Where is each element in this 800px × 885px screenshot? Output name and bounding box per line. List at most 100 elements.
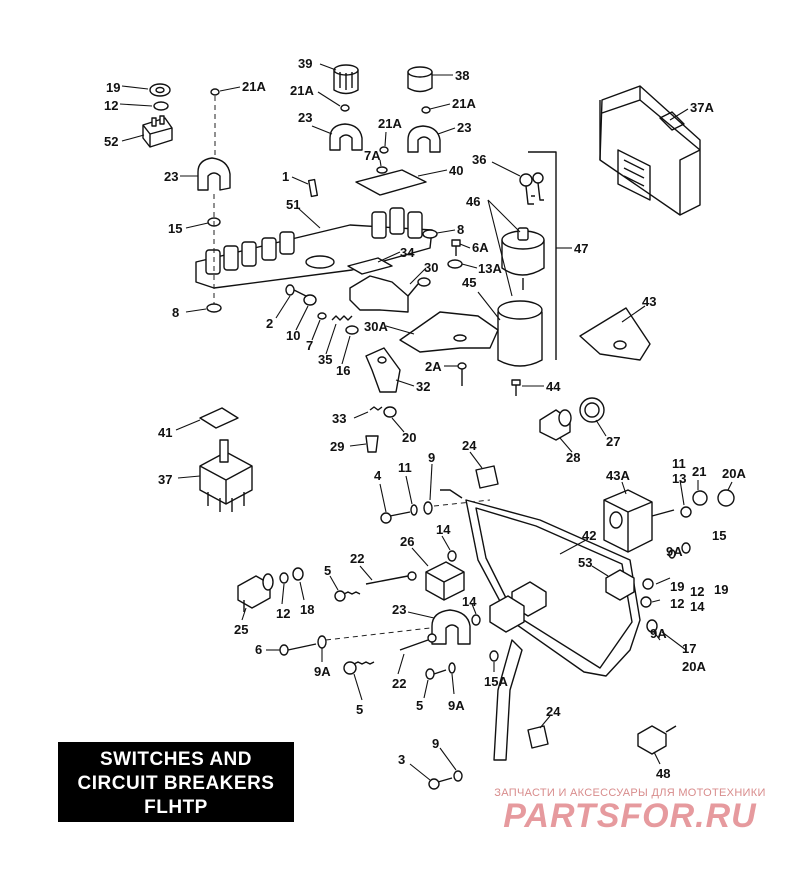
callout-1: 1 bbox=[282, 169, 289, 184]
callout-32: 32 bbox=[416, 379, 430, 394]
part-26-circuit-breaker bbox=[425, 561, 465, 601]
diagram-title-box: SWITCHES AND CIRCUIT BREAKERS FLHTP bbox=[58, 742, 294, 822]
callout-14: 14 bbox=[436, 522, 451, 537]
callout-23: 23 bbox=[298, 110, 312, 125]
part-2a-screw bbox=[457, 362, 467, 386]
part-28-switch bbox=[539, 409, 572, 441]
callout-7: 7 bbox=[306, 338, 313, 353]
part-43-pad bbox=[579, 307, 651, 361]
callout-13a: 13A bbox=[478, 261, 502, 276]
callout-9a: 9A bbox=[666, 544, 683, 559]
callout-30a: 30A bbox=[364, 319, 388, 334]
callout-20: 20 bbox=[402, 430, 416, 445]
callout-9a-b: 9A bbox=[650, 626, 667, 641]
callout-9-b: 9 bbox=[432, 736, 439, 751]
callout-4: 4 bbox=[374, 468, 382, 483]
callout-27: 27 bbox=[606, 434, 620, 449]
callout-labels: 19 12 52 21A 39 21A 38 21A 23 21A 23 37A… bbox=[104, 56, 746, 781]
callout-9a-c: 9A bbox=[314, 664, 331, 679]
callout-25: 25 bbox=[234, 622, 248, 637]
callout-8-b: 8 bbox=[172, 305, 179, 320]
callout-19-b: 19 bbox=[670, 579, 684, 594]
callout-16: 16 bbox=[336, 363, 350, 378]
part-21a-screw bbox=[210, 88, 220, 160]
part-51-bracket bbox=[195, 207, 433, 289]
part-22-screw-lower bbox=[399, 633, 437, 651]
callout-5: 5 bbox=[324, 563, 331, 578]
callout-12-c: 12 bbox=[670, 596, 684, 611]
watermark: ЗАПЧАСТИ И АКСЕССУАРЫ ДЛЯ МОТОТЕХНИКИ PA… bbox=[470, 787, 790, 836]
part-38-knob bbox=[407, 66, 433, 93]
callout-36: 36 bbox=[472, 152, 486, 167]
part-6a-screw bbox=[451, 239, 461, 256]
callout-20a: 20A bbox=[722, 466, 746, 481]
callout-7a: 7A bbox=[364, 148, 381, 163]
callout-14-b: 14 bbox=[690, 599, 705, 614]
callout-2: 2 bbox=[266, 316, 273, 331]
callout-3: 3 bbox=[398, 752, 405, 767]
part-2-screw bbox=[285, 284, 307, 297]
callout-15-b: 15 bbox=[712, 528, 726, 543]
part-23-clip-left bbox=[329, 123, 363, 151]
callout-37a: 37A bbox=[690, 100, 714, 115]
watermark-logo: PARTSFOR.RU bbox=[503, 797, 757, 835]
callout-24-b: 24 bbox=[546, 704, 561, 719]
part-32-bracket bbox=[365, 347, 401, 393]
part-3-screw bbox=[428, 777, 453, 790]
callout-48: 48 bbox=[656, 766, 670, 781]
part-23-clip-bottom bbox=[431, 609, 471, 645]
callout-23-b: 23 bbox=[457, 120, 471, 135]
part-12-washer bbox=[153, 101, 169, 111]
callout-53: 53 bbox=[578, 555, 592, 570]
callout-9: 9 bbox=[428, 450, 435, 465]
part-45-switch bbox=[497, 300, 543, 367]
part-19-nut bbox=[149, 83, 171, 97]
part-27-ring bbox=[579, 397, 605, 423]
callout-12-b: 12 bbox=[690, 584, 704, 599]
callout-6a: 6A bbox=[472, 240, 489, 255]
part-4-screw bbox=[380, 511, 411, 524]
callout-26: 26 bbox=[400, 534, 414, 549]
callout-22-b: 22 bbox=[392, 676, 406, 691]
part-25-switch bbox=[237, 573, 274, 612]
callout-13: 13 bbox=[672, 471, 686, 486]
callout-29: 29 bbox=[330, 439, 344, 454]
callout-22: 22 bbox=[350, 551, 364, 566]
callout-21a-b: 21A bbox=[290, 83, 314, 98]
callout-43: 43 bbox=[642, 294, 656, 309]
callout-30: 30 bbox=[424, 260, 438, 275]
part-53-switch bbox=[605, 569, 635, 601]
callout-9a-d: 9A bbox=[448, 698, 465, 713]
callout-6: 6 bbox=[255, 642, 262, 657]
callout-10: 10 bbox=[286, 328, 300, 343]
callout-33: 33 bbox=[332, 411, 346, 426]
part-37a-module bbox=[599, 85, 701, 216]
callout-23-c: 23 bbox=[164, 169, 178, 184]
callout-21: 21 bbox=[692, 464, 706, 479]
callout-8: 8 bbox=[457, 222, 464, 237]
part-29-bushing bbox=[365, 435, 379, 453]
watermark-caption: ЗАПЧАСТИ И АКСЕССУАРЫ ДЛЯ МОТОТЕХНИКИ bbox=[494, 787, 766, 799]
part-22-screw bbox=[365, 571, 417, 585]
part-44-screw bbox=[511, 379, 521, 396]
part-39-knob bbox=[333, 64, 359, 95]
part-40-plate bbox=[355, 169, 427, 196]
callout-41: 41 bbox=[158, 425, 172, 440]
part-37-toggle-switch bbox=[199, 439, 253, 512]
callout-51: 51 bbox=[286, 197, 300, 212]
part-52-switch bbox=[142, 115, 173, 148]
callout-21a: 21A bbox=[242, 79, 266, 94]
callout-17: 17 bbox=[682, 641, 696, 656]
part-5-bolt bbox=[343, 661, 375, 675]
callout-5-b: 5 bbox=[416, 698, 423, 713]
callout-15: 15 bbox=[168, 221, 182, 236]
callout-11: 11 bbox=[398, 460, 412, 475]
callout-52: 52 bbox=[104, 134, 118, 149]
callout-5-c: 5 bbox=[356, 702, 363, 717]
callout-19-c: 19 bbox=[714, 582, 728, 597]
callout-20a-b: 20A bbox=[682, 659, 706, 674]
callout-34: 34 bbox=[400, 245, 415, 260]
callout-35: 35 bbox=[318, 352, 332, 367]
part-48-switch bbox=[637, 725, 677, 755]
